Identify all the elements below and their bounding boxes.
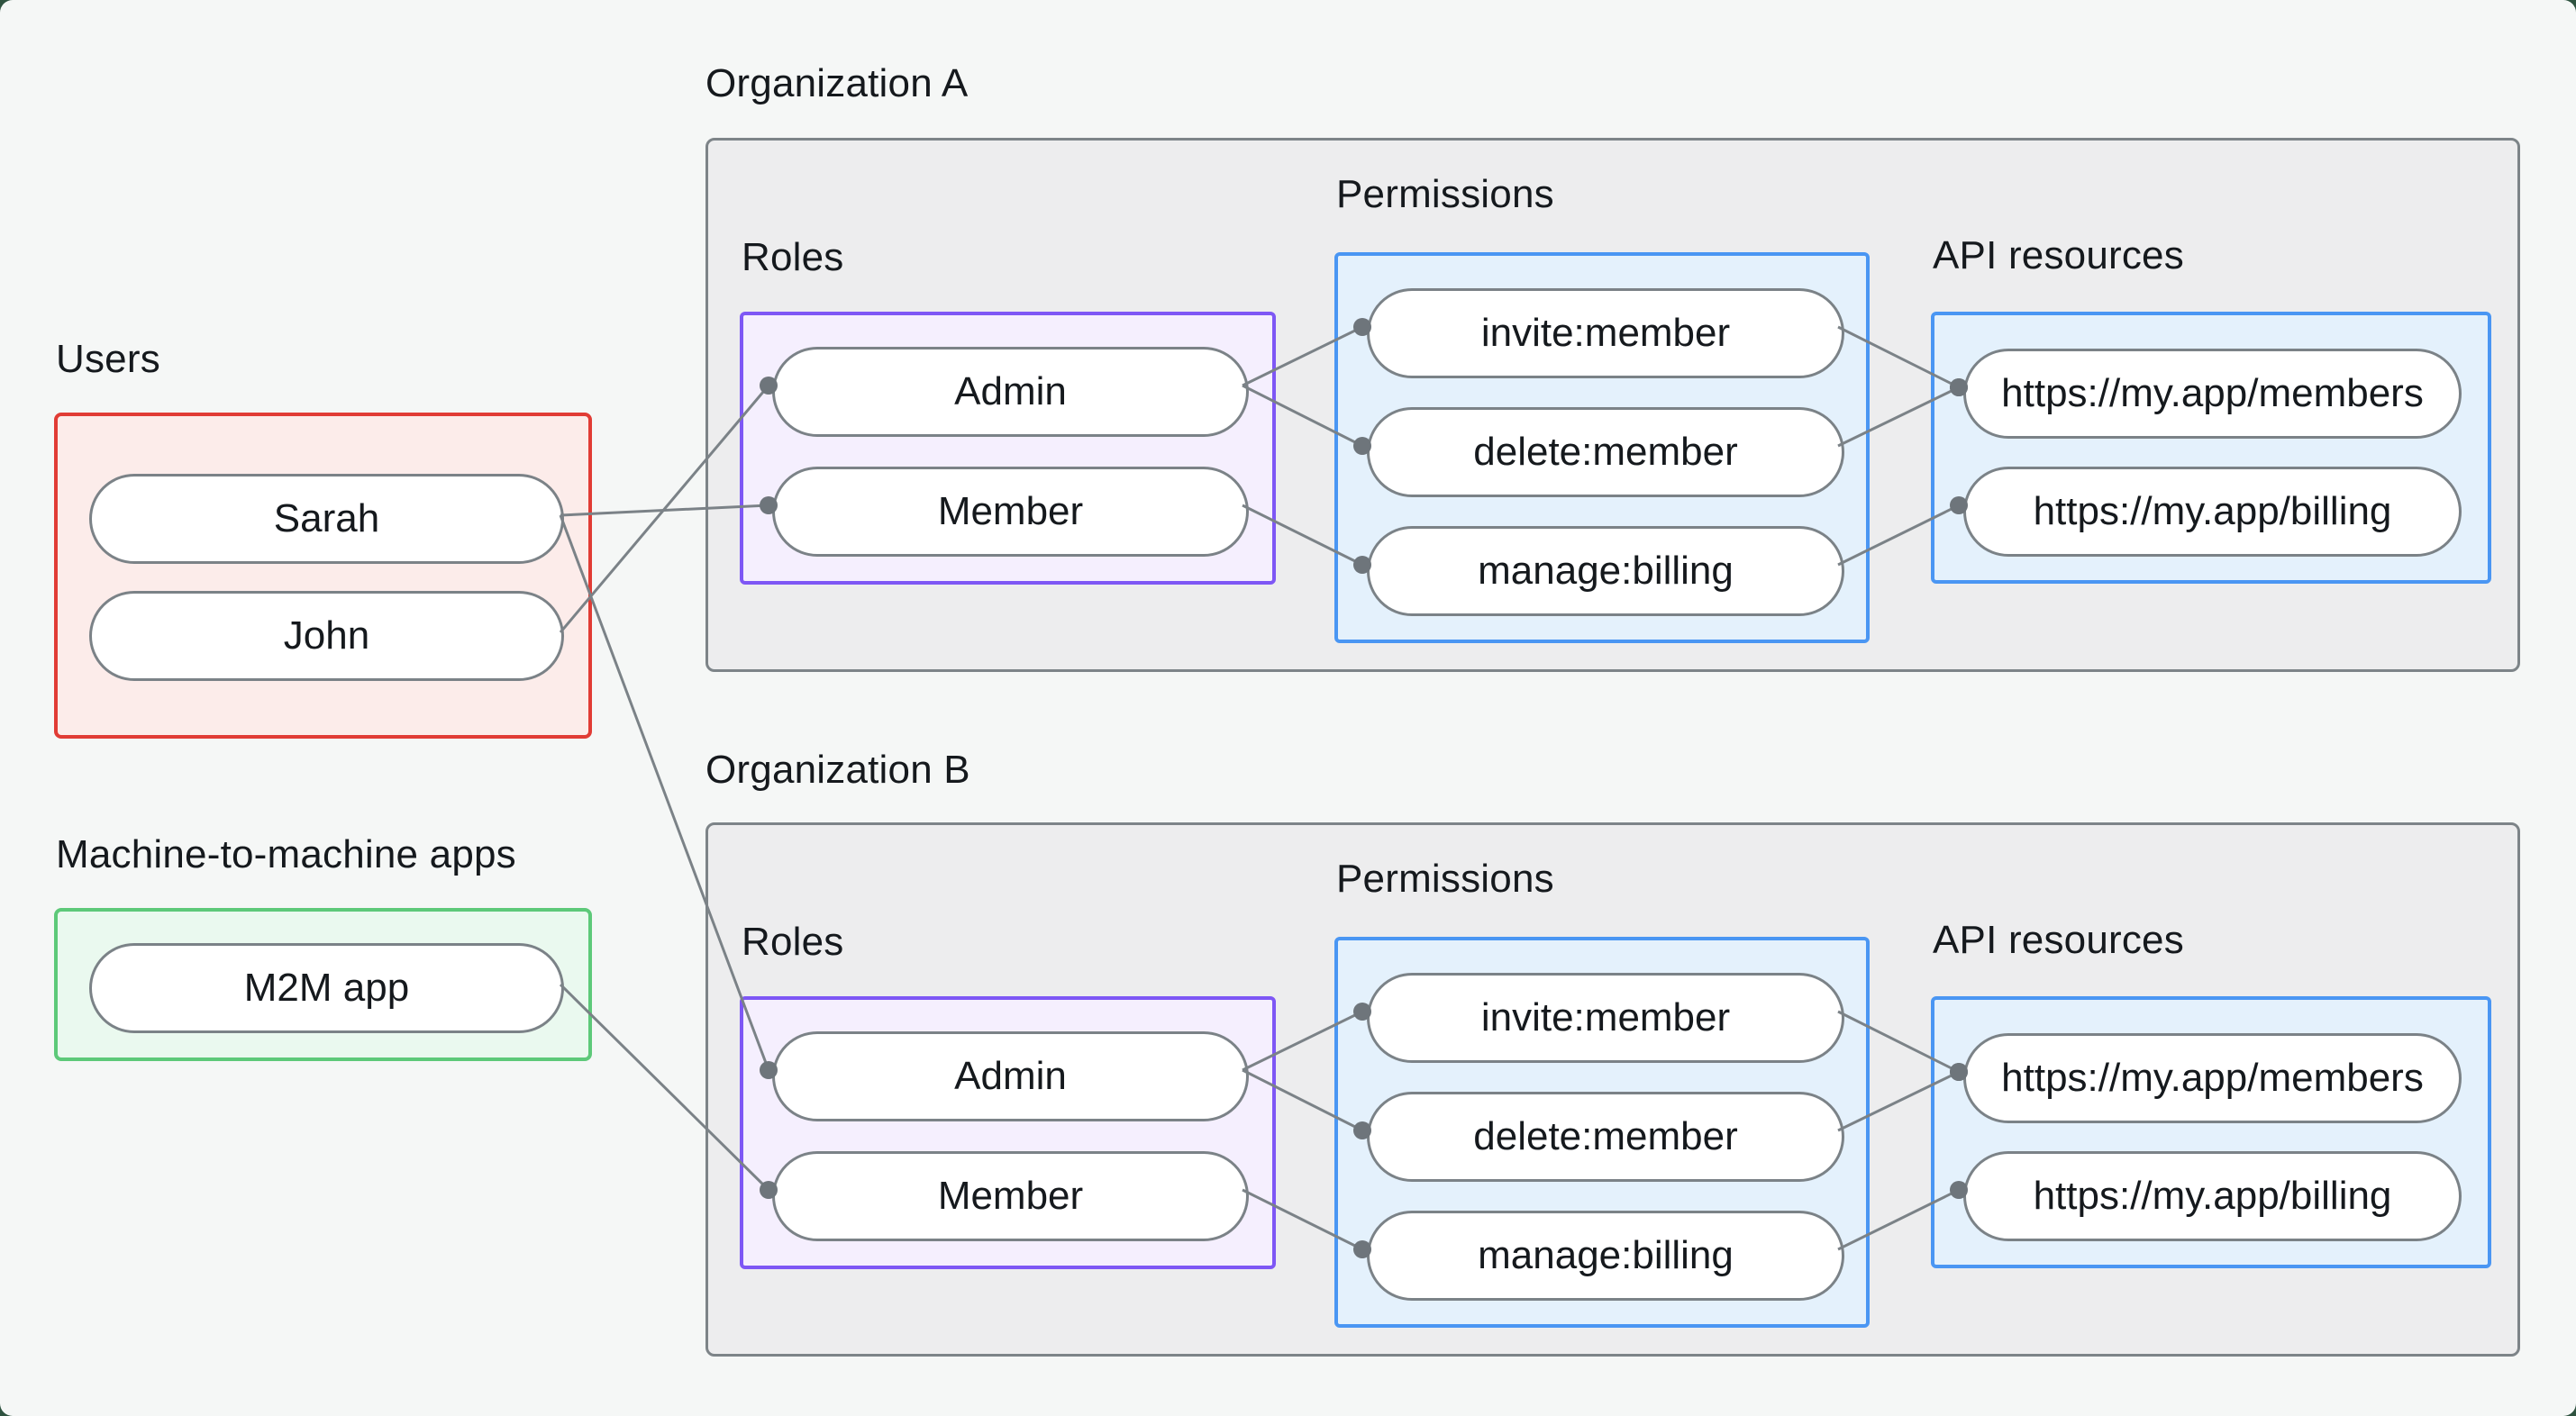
org-b-permissions-box: invite:member delete:member manage:billi… bbox=[1334, 937, 1870, 1328]
org-a-permission-invite-member: invite:member bbox=[1367, 288, 1844, 378]
user-node-john: John bbox=[89, 591, 564, 681]
org-b-permission-delete-member: delete:member bbox=[1367, 1092, 1844, 1182]
org-a-box: Roles Admin Member Permissions invite:me… bbox=[705, 138, 2520, 672]
org-a-permission-manage-billing: manage:billing bbox=[1367, 526, 1844, 616]
org-b-api-billing-node: https://my.app/billing bbox=[1963, 1151, 2462, 1241]
org-a-role-member: Member bbox=[772, 467, 1249, 557]
org-b-api-resources-label: API resources bbox=[1933, 918, 2184, 962]
org-a-roles-label: Roles bbox=[742, 235, 844, 279]
org-b-title: Organization B bbox=[705, 748, 970, 792]
org-b-role-member: Member bbox=[772, 1151, 1249, 1241]
org-a-title: Organization A bbox=[705, 61, 969, 105]
org-b-permission-invite-member: invite:member bbox=[1367, 973, 1844, 1063]
org-b-api-resources-box: https://my.app/members https://my.app/bi… bbox=[1931, 996, 2491, 1268]
users-group-label: Users bbox=[56, 337, 160, 381]
org-b-permissions-label: Permissions bbox=[1336, 857, 1554, 901]
user-node-sarah: Sarah bbox=[89, 474, 564, 564]
org-b-permission-manage-billing: manage:billing bbox=[1367, 1211, 1844, 1301]
m2m-group-box: M2M app bbox=[54, 908, 592, 1061]
org-a-api-resources-box: https://my.app/members https://my.app/bi… bbox=[1931, 312, 2491, 584]
m2m-group-label: Machine-to-machine apps bbox=[56, 832, 516, 876]
org-a-role-admin: Admin bbox=[772, 347, 1249, 437]
org-a-permission-delete-member: delete:member bbox=[1367, 407, 1844, 497]
org-a-api-members-node: https://my.app/members bbox=[1963, 349, 2462, 439]
users-group-box: Sarah John bbox=[54, 413, 592, 739]
org-b-roles-box: Admin Member bbox=[740, 996, 1276, 1269]
org-a-roles-box: Admin Member bbox=[740, 312, 1276, 585]
org-b-api-members-node: https://my.app/members bbox=[1963, 1033, 2462, 1123]
org-a-api-resources-label: API resources bbox=[1933, 233, 2184, 277]
org-a-permissions-box: invite:member delete:member manage:billi… bbox=[1334, 252, 1870, 643]
org-a-permissions-label: Permissions bbox=[1336, 172, 1554, 216]
org-b-box: Roles Admin Member Permissions invite:me… bbox=[705, 822, 2520, 1357]
org-b-role-admin: Admin bbox=[772, 1031, 1249, 1121]
m2m-app-node: M2M app bbox=[89, 943, 564, 1033]
org-a-api-billing-node: https://my.app/billing bbox=[1963, 467, 2462, 557]
org-b-roles-label: Roles bbox=[742, 920, 844, 964]
